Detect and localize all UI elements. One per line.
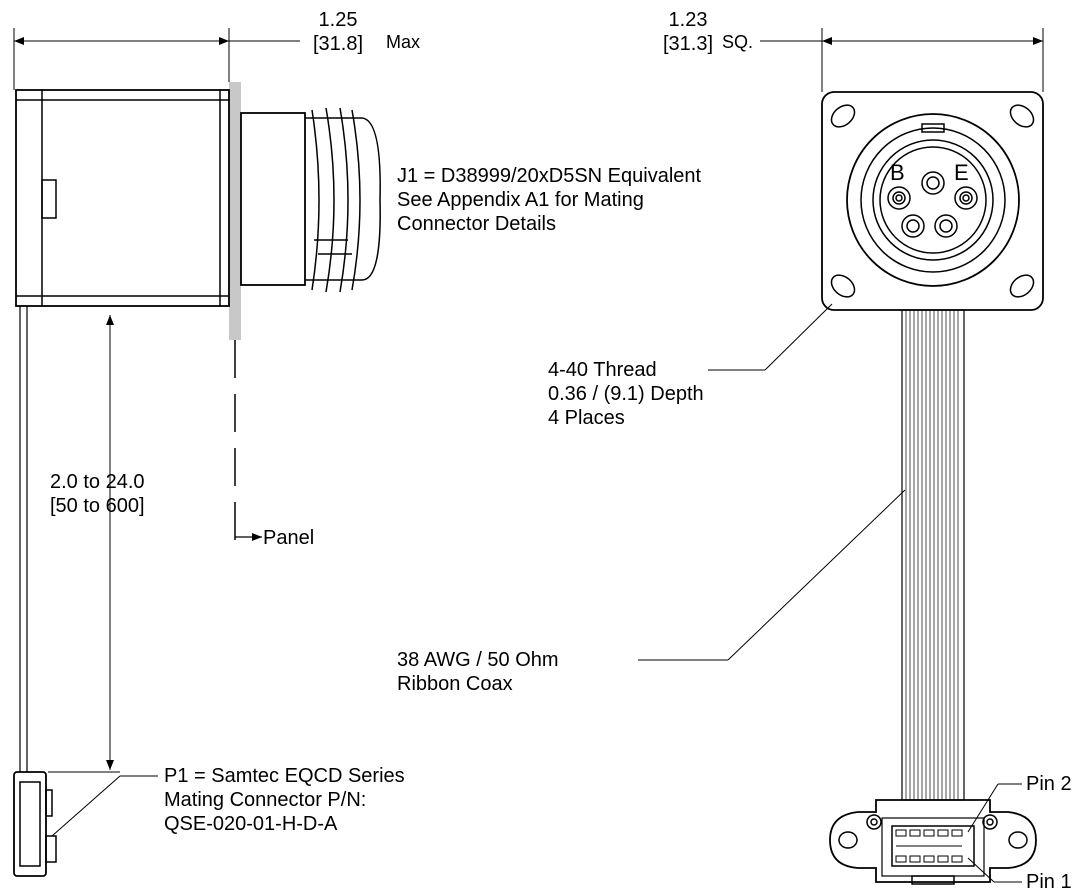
p1-callout: P1 = Samtec EQCD Series Mating Connector… (164, 764, 405, 836)
connector-body (15, 89, 230, 307)
panel (229, 82, 241, 340)
thread-callout-line-3: 4 Places (548, 407, 625, 429)
front-view (638, 28, 1044, 885)
thread-callout-line-1: 4-40 Thread (548, 359, 657, 381)
j1-callout-line-3: Connector Details (397, 213, 556, 235)
side-view (13, 28, 381, 877)
j1-callout-line-2: See Appendix A1 for Mating (397, 189, 644, 211)
j1-callout: J1 = D38999/20xD5SN Equivalent See Appen… (397, 164, 701, 236)
cable-callout-line-1: 38 AWG / 50 Ohm (397, 649, 559, 671)
ribbon-cable (901, 309, 965, 801)
width-dimension-suffix: Max (386, 32, 421, 52)
p1-callout-line-2: Mating Connector P/N: (164, 789, 367, 811)
square-dimension-mm: [31.3] (662, 33, 714, 55)
square-dimension-inch: 1.23 (668, 9, 708, 31)
p1-callout-line-3: QSE-020-01-H-D-A (164, 813, 338, 835)
j1-callout-line-1: J1 = D38999/20xD5SN Equivalent (397, 165, 702, 187)
contact-letter-e: E (954, 160, 969, 185)
contact-letter-b: B (890, 160, 905, 185)
cable-callout: 38 AWG / 50 Ohm Ribbon Coax (397, 648, 559, 696)
width-dimension-inch: 1.25 (318, 9, 358, 31)
pin-1-label: Pin 1 (1026, 871, 1072, 893)
pin-2-label: Pin 2 (1026, 773, 1072, 795)
panel-label: Panel (263, 527, 315, 549)
thread-callout-line-2: 0.36 / (9.1) Depth (548, 383, 704, 405)
thread-callout: 4-40 Thread 0.36 / (9.1) Depth 4 Places (548, 358, 704, 430)
plug-front (829, 799, 1037, 883)
cable-callout-line-2: Ribbon Coax (397, 673, 513, 695)
square-dimension-suffix: SQ. (722, 32, 754, 52)
width-dimension-mm: [31.8] (312, 33, 364, 55)
length-dimension-inch: 2.0 to 24.0 (50, 471, 145, 493)
length-dimension-mm: [50 to 600] (50, 495, 145, 517)
p1-callout-line-1: P1 = Samtec EQCD Series (164, 765, 405, 787)
